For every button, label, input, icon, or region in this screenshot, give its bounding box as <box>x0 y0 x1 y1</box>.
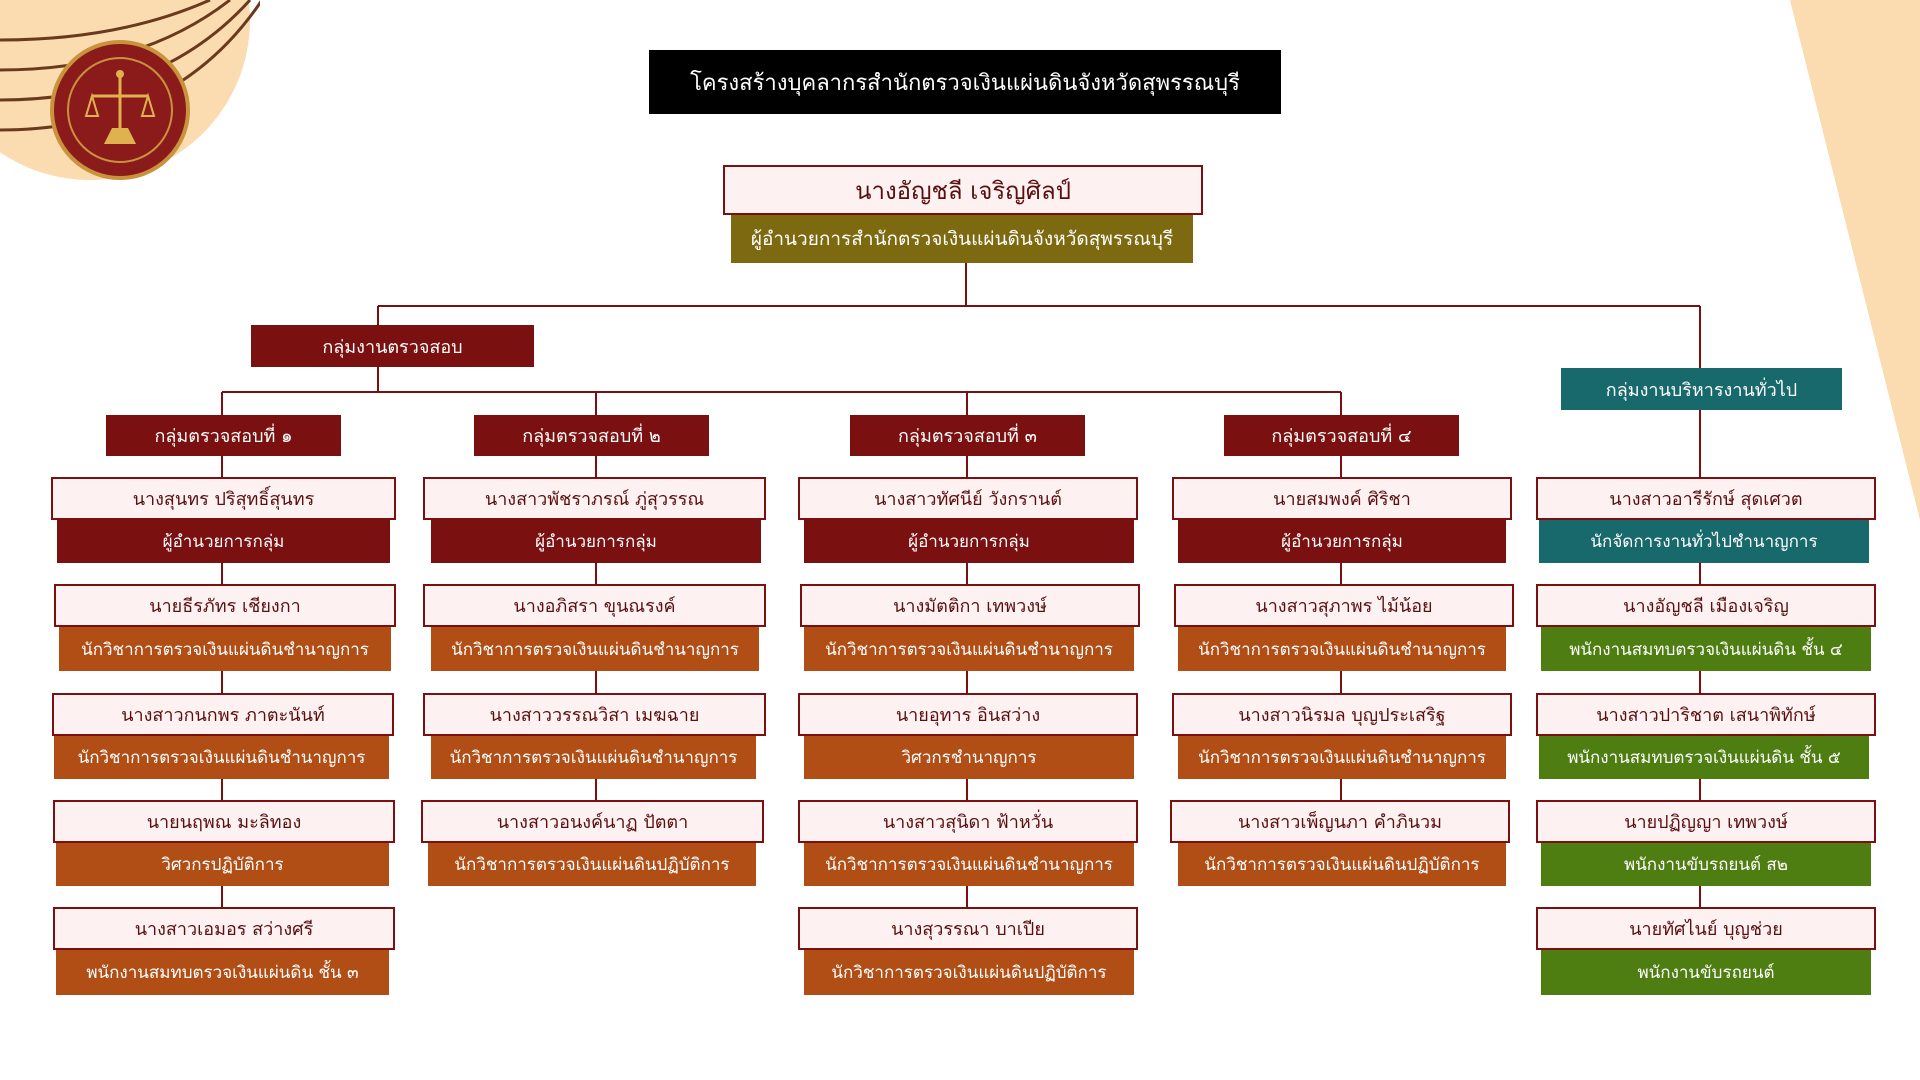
director-name: นางอัญชลี เจริญศิลป์ <box>723 165 1203 215</box>
group-4-member-4-position: นักวิชาการตรวจเงินแผ่นดินปฏิบัติการ <box>1178 843 1506 886</box>
group-2-member-4-position: นักวิชาการตรวจเงินแผ่นดินปฏิบัติการ <box>428 843 756 886</box>
group-1-member-1-name: นางสุนทร ปริสุทธิ์สุนทร <box>51 477 396 520</box>
admin-member-5-position: พนักงานขับรถยนต์ <box>1541 950 1871 995</box>
group-1-member-3-position: นักวิชาการตรวจเงินแผ่นดินชำนาญการ <box>54 736 389 779</box>
admin-member-5-name: นายทัศไนย์ บุญช่วย <box>1536 907 1876 950</box>
group-4-member-1-position: ผู้อำนวยการกลุ่ม <box>1178 520 1506 563</box>
group-2-member-1-position: ผู้อำนวยการกลุ่ม <box>431 520 761 563</box>
admin-member-2-position: พนักงานสมทบตรวจเงินแผ่นดิน ชั้น ๔ <box>1541 627 1871 671</box>
agency-seal-icon <box>50 40 190 180</box>
group-3-member-5-name: นางสุวรรณา บาเปีย <box>798 907 1138 950</box>
group-3-member-4-position: นักวิชาการตรวจเงินแผ่นดินชำนาญการ <box>804 843 1134 886</box>
admin-member-3-position: พนักงานสมทบตรวจเงินแผ่นดิน ชั้น ๕ <box>1539 736 1869 779</box>
admin-department-header: กลุ่มงานบริหารงานทั่วไป <box>1561 368 1842 410</box>
chart-title: โครงสร้างบุคลากรสำนักตรวจเงินแผ่นดินจังห… <box>649 50 1281 114</box>
group-2-member-2-name: นางอภิสรา ขุนณรงค์ <box>423 584 766 627</box>
group-4-member-3-position: นักวิชาการตรวจเงินแผ่นดินชำนาญการ <box>1178 736 1506 779</box>
admin-member-1-name: นางสาวอารีรักษ์ สุดเศวต <box>1536 477 1876 520</box>
audit-group-4-header: กลุ่มตรวจสอบที่ ๔ <box>1224 415 1459 456</box>
admin-member-4-position: พนักงานขับรถยนต์ ส๒ <box>1541 843 1871 886</box>
group-1-member-2-position: นักวิชาการตรวจเงินแผ่นดินชำนาญการ <box>59 627 391 671</box>
group-4-member-2-position: นักวิชาการตรวจเงินแผ่นดินชำนาญการ <box>1178 627 1506 671</box>
group-2-member-4-name: นางสาวอนงค์นาฏ ปัตตา <box>421 800 764 843</box>
group-1-member-1-position: ผู้อำนวยการกลุ่ม <box>57 520 390 563</box>
group-3-member-3-position: วิศวกรชำนาญการ <box>804 736 1134 779</box>
group-3-member-1-name: นางสาวทัศนีย์ วังกรานต์ <box>798 477 1138 520</box>
group-1-member-3-name: นางสาวกนกพร ภาตะนันท์ <box>52 693 394 736</box>
group-1-member-4-name: นายนฤพณ มะลิทอง <box>53 800 395 843</box>
audit-group-3-header: กลุ่มตรวจสอบที่ ๓ <box>850 415 1085 456</box>
group-3-member-5-position: นักวิชาการตรวจเงินแผ่นดินปฏิบัติการ <box>804 950 1134 995</box>
group-2-member-1-name: นางสาวพัชราภรณ์ ภู่สุวรรณ <box>423 477 766 520</box>
group-1-member-5-position: พนักงานสมทบตรวจเงินแผ่นดิน ชั้น ๓ <box>56 950 389 995</box>
admin-member-3-name: นางสาวปาริชาต เสนาพิทักษ์ <box>1536 693 1876 736</box>
admin-member-2-name: นางอัญชลี เมืองเจริญ <box>1536 584 1876 627</box>
director-position: ผู้อำนวยการสำนักตรวจเงินแผ่นดินจังหวัดสุ… <box>731 215 1193 263</box>
admin-member-4-name: นายปฏิญญา เทพวงษ์ <box>1536 800 1876 843</box>
audit-group-2-header: กลุ่มตรวจสอบที่ ๒ <box>474 415 709 456</box>
group-3-member-4-name: นางสาวสุนิดา ฟ้าหวั่น <box>798 800 1138 843</box>
group-3-member-1-position: ผู้อำนวยการกลุ่ม <box>804 520 1134 563</box>
group-1-member-2-name: นายธีรภัทร เชียงกา <box>54 584 396 627</box>
group-4-member-3-name: นางสาวนิรมล บุญประเสริฐ <box>1172 693 1512 736</box>
audit-group-1-header: กลุ่มตรวจสอบที่ ๑ <box>106 415 341 456</box>
group-4-member-1-name: นายสมพงค์ ศิริชา <box>1172 477 1512 520</box>
group-4-member-4-name: นางสาวเพ็ญนภา คำภินวม <box>1170 800 1510 843</box>
group-3-member-2-position: นักวิชาการตรวจเงินแผ่นดินชำนาญการ <box>804 627 1134 671</box>
group-2-member-2-position: นักวิชาการตรวจเงินแผ่นดินชำนาญการ <box>431 627 759 671</box>
group-2-member-3-name: นางสาววรรณวิสา เมฆฉาย <box>423 693 766 736</box>
admin-member-1-position: นักจัดการงานทั่วไปชำนาญการ <box>1539 520 1869 563</box>
group-1-member-5-name: นางสาวเอมอร สว่างศรี <box>53 907 395 950</box>
group-3-member-2-name: นางมัตติกา เทพวงษ์ <box>800 584 1140 627</box>
audit-department-header: กลุ่มงานตรวจสอบ <box>251 325 534 367</box>
group-4-member-2-name: นางสาวสุภาพร ไม้น้อย <box>1174 584 1514 627</box>
group-1-member-4-position: วิศวกรปฏิบัติการ <box>56 843 389 886</box>
group-2-member-3-position: นักวิชาการตรวจเงินแผ่นดินชำนาญการ <box>431 736 756 779</box>
group-3-member-3-name: นายอุทาร อินสว่าง <box>798 693 1138 736</box>
